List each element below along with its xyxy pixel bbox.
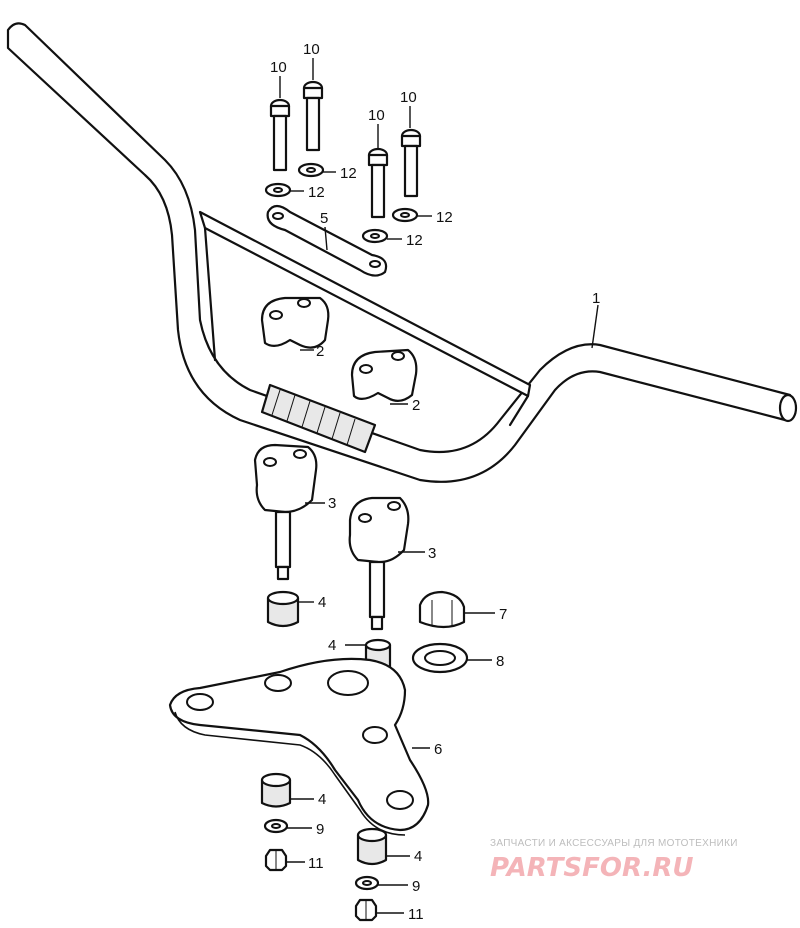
top-bridge (168, 657, 430, 836)
watermark: ЗАПЧАСТИ И АКСЕССУАРЫ ДЛЯ МОТОТЕХНИКИ PA… (490, 838, 738, 883)
callout-9: 9 (412, 878, 420, 895)
callout-5: 5 (320, 210, 328, 227)
nut-11-a (264, 848, 288, 872)
lower-holder-2 (348, 496, 410, 631)
callout-12: 12 (406, 232, 423, 249)
washer-12-b (264, 182, 292, 198)
bolt-4 (400, 128, 422, 198)
cushion-4-d (356, 827, 388, 866)
bolt-3 (367, 147, 389, 219)
plain-washer (411, 642, 469, 674)
nut-11-b (354, 898, 378, 922)
callout-8: 8 (496, 653, 504, 670)
lower-holder-1 (253, 443, 318, 581)
callout-12: 12 (340, 165, 357, 182)
callout-11: 11 (408, 906, 424, 923)
callout-4: 4 (328, 637, 336, 654)
callout-10: 10 (400, 89, 417, 106)
washer-12-d (361, 228, 389, 244)
callout-2: 2 (316, 343, 324, 360)
washer-12-a (297, 162, 325, 178)
handlebar (6, 22, 798, 483)
callout-2: 2 (412, 397, 420, 414)
upper-holder-2 (350, 348, 418, 402)
callout-4: 4 (414, 848, 422, 865)
washer-9-a (263, 818, 289, 834)
callout-6: 6 (434, 741, 442, 758)
callout-11: 11 (308, 855, 324, 872)
callout-labels: 1 2 2 3 3 4 4 4 4 5 6 7 8 9 9 10 10 10 1… (270, 41, 600, 923)
washer-9-b (354, 875, 380, 891)
watermark-logo: PARTSFOR.RU (490, 853, 693, 883)
cushion-4-a (266, 590, 300, 628)
callout-3: 3 (328, 495, 336, 512)
watermark-caption: ЗАПЧАСТИ И АКСЕССУАРЫ ДЛЯ МОТОТЕХНИКИ (490, 838, 738, 849)
callout-12: 12 (436, 209, 453, 226)
callout-1: 1 (592, 290, 600, 307)
callout-10: 10 (270, 59, 287, 76)
callout-7: 7 (499, 606, 507, 623)
callout-10: 10 (303, 41, 320, 58)
washer-12-c (391, 207, 419, 223)
callout-9: 9 (316, 821, 324, 838)
upper-holder-1 (260, 296, 330, 349)
bolt-1 (269, 98, 291, 172)
callout-3: 3 (428, 545, 436, 562)
cushion-4-c (260, 772, 292, 808)
callout-12: 12 (308, 184, 325, 201)
callout-4: 4 (318, 594, 326, 611)
cap-nut (418, 590, 466, 629)
leader-lines (279, 58, 495, 914)
bolt-2 (302, 80, 324, 152)
callout-10: 10 (368, 107, 385, 124)
callout-4: 4 (318, 791, 326, 808)
